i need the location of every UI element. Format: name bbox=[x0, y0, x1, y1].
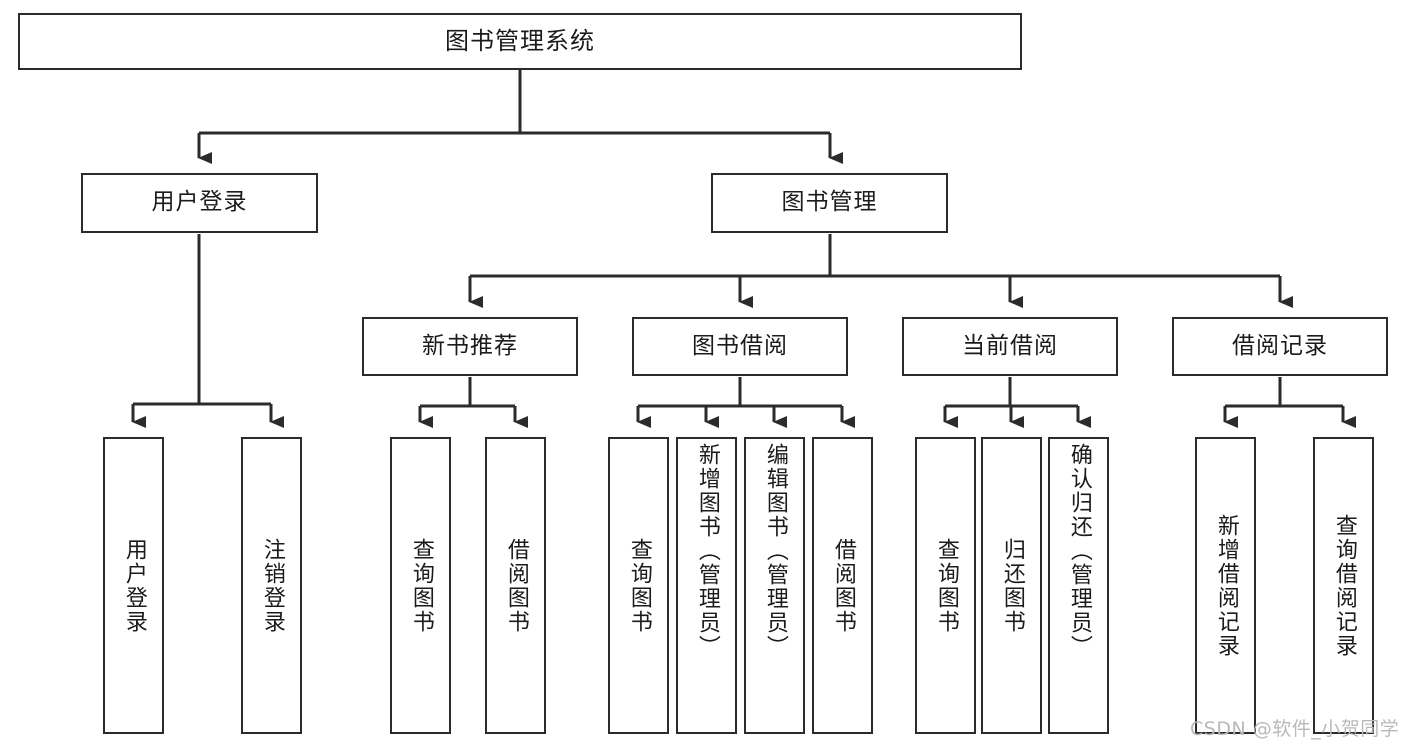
node-user-login[interactable]: 用户登录 bbox=[81, 173, 318, 233]
node-leaf-logout[interactable]: 注销登录 bbox=[241, 437, 302, 734]
node-current-borrow[interactable]: 当前借阅 bbox=[902, 317, 1118, 376]
node-label: 借阅图书 bbox=[830, 537, 856, 634]
node-label: 图书管理 bbox=[781, 189, 878, 216]
node-label-wrap: 查询图书 bbox=[392, 439, 449, 732]
node-leaf-return-book[interactable]: 归还图书 bbox=[981, 437, 1042, 734]
node-label: 用户登录 bbox=[151, 189, 248, 216]
node-label-wrap: 编辑图书（管理员） bbox=[746, 439, 803, 732]
node-book-borrow[interactable]: 图书借阅 bbox=[632, 317, 848, 376]
node-leaf-query-book-recommend[interactable]: 查询图书 bbox=[390, 437, 451, 734]
node-leaf-add-borrow-record[interactable]: 新增借阅记录 bbox=[1195, 437, 1256, 734]
csdn-watermark: CSDN @软件_小贺同学 bbox=[1190, 718, 1400, 740]
node-label-wrap: 新增借阅记录 bbox=[1197, 439, 1254, 732]
node-label: 新增借阅记录 bbox=[1213, 513, 1239, 658]
node-label-wrap: 借阅图书 bbox=[814, 439, 871, 732]
node-leaf-add-book-admin[interactable]: 新增图书（管理员） bbox=[676, 437, 737, 734]
node-leaf-query-book-borrow[interactable]: 查询图书 bbox=[608, 437, 669, 734]
node-borrow-record[interactable]: 借阅记录 bbox=[1172, 317, 1388, 376]
node-label: 查询图书 bbox=[408, 537, 434, 634]
node-root-system[interactable]: 图书管理系统 bbox=[18, 13, 1022, 70]
node-label: 查询图书 bbox=[933, 537, 959, 634]
node-leaf-query-borrow-record[interactable]: 查询借阅记录 bbox=[1313, 437, 1374, 734]
node-label: 当前借阅 bbox=[962, 332, 1058, 359]
node-label: 图书借阅 bbox=[692, 332, 788, 359]
node-new-book-recommend[interactable]: 新书推荐 bbox=[362, 317, 578, 376]
node-leaf-edit-book-admin[interactable]: 编辑图书（管理员） bbox=[744, 437, 805, 734]
node-label: 注销登录 bbox=[259, 537, 285, 634]
node-label-wrap: 新增图书（管理员） bbox=[678, 439, 735, 732]
node-label: 确认归还（管理员） bbox=[1066, 443, 1092, 659]
node-label: 归还图书 bbox=[999, 537, 1025, 634]
node-book-management[interactable]: 图书管理 bbox=[711, 173, 948, 233]
node-label-wrap: 查询借阅记录 bbox=[1315, 439, 1372, 732]
node-label-wrap: 注销登录 bbox=[243, 439, 300, 732]
node-leaf-confirm-return-admin[interactable]: 确认归还（管理员） bbox=[1048, 437, 1109, 734]
node-leaf-user-login[interactable]: 用户登录 bbox=[103, 437, 164, 734]
node-label: 借阅图书 bbox=[503, 537, 529, 634]
node-label-wrap: 查询图书 bbox=[917, 439, 974, 732]
node-label-wrap: 归还图书 bbox=[983, 439, 1040, 732]
node-label: 编辑图书（管理员） bbox=[762, 443, 788, 659]
node-label-wrap: 查询图书 bbox=[610, 439, 667, 732]
node-label-wrap: 用户登录 bbox=[105, 439, 162, 732]
node-label-wrap: 确认归还（管理员） bbox=[1050, 439, 1107, 732]
node-label: 借阅记录 bbox=[1232, 332, 1328, 359]
node-leaf-query-book-current[interactable]: 查询图书 bbox=[915, 437, 976, 734]
node-label: 图书管理系统 bbox=[445, 27, 595, 56]
node-label: 新增图书（管理员） bbox=[694, 443, 720, 659]
node-label: 用户登录 bbox=[121, 537, 147, 634]
node-label-wrap: 借阅图书 bbox=[487, 439, 544, 732]
node-label: 新书推荐 bbox=[422, 332, 518, 359]
node-label: 查询图书 bbox=[626, 537, 652, 634]
node-label: 查询借阅记录 bbox=[1331, 513, 1357, 658]
node-leaf-borrow-book-recommend[interactable]: 借阅图书 bbox=[485, 437, 546, 734]
node-leaf-borrow-book[interactable]: 借阅图书 bbox=[812, 437, 873, 734]
